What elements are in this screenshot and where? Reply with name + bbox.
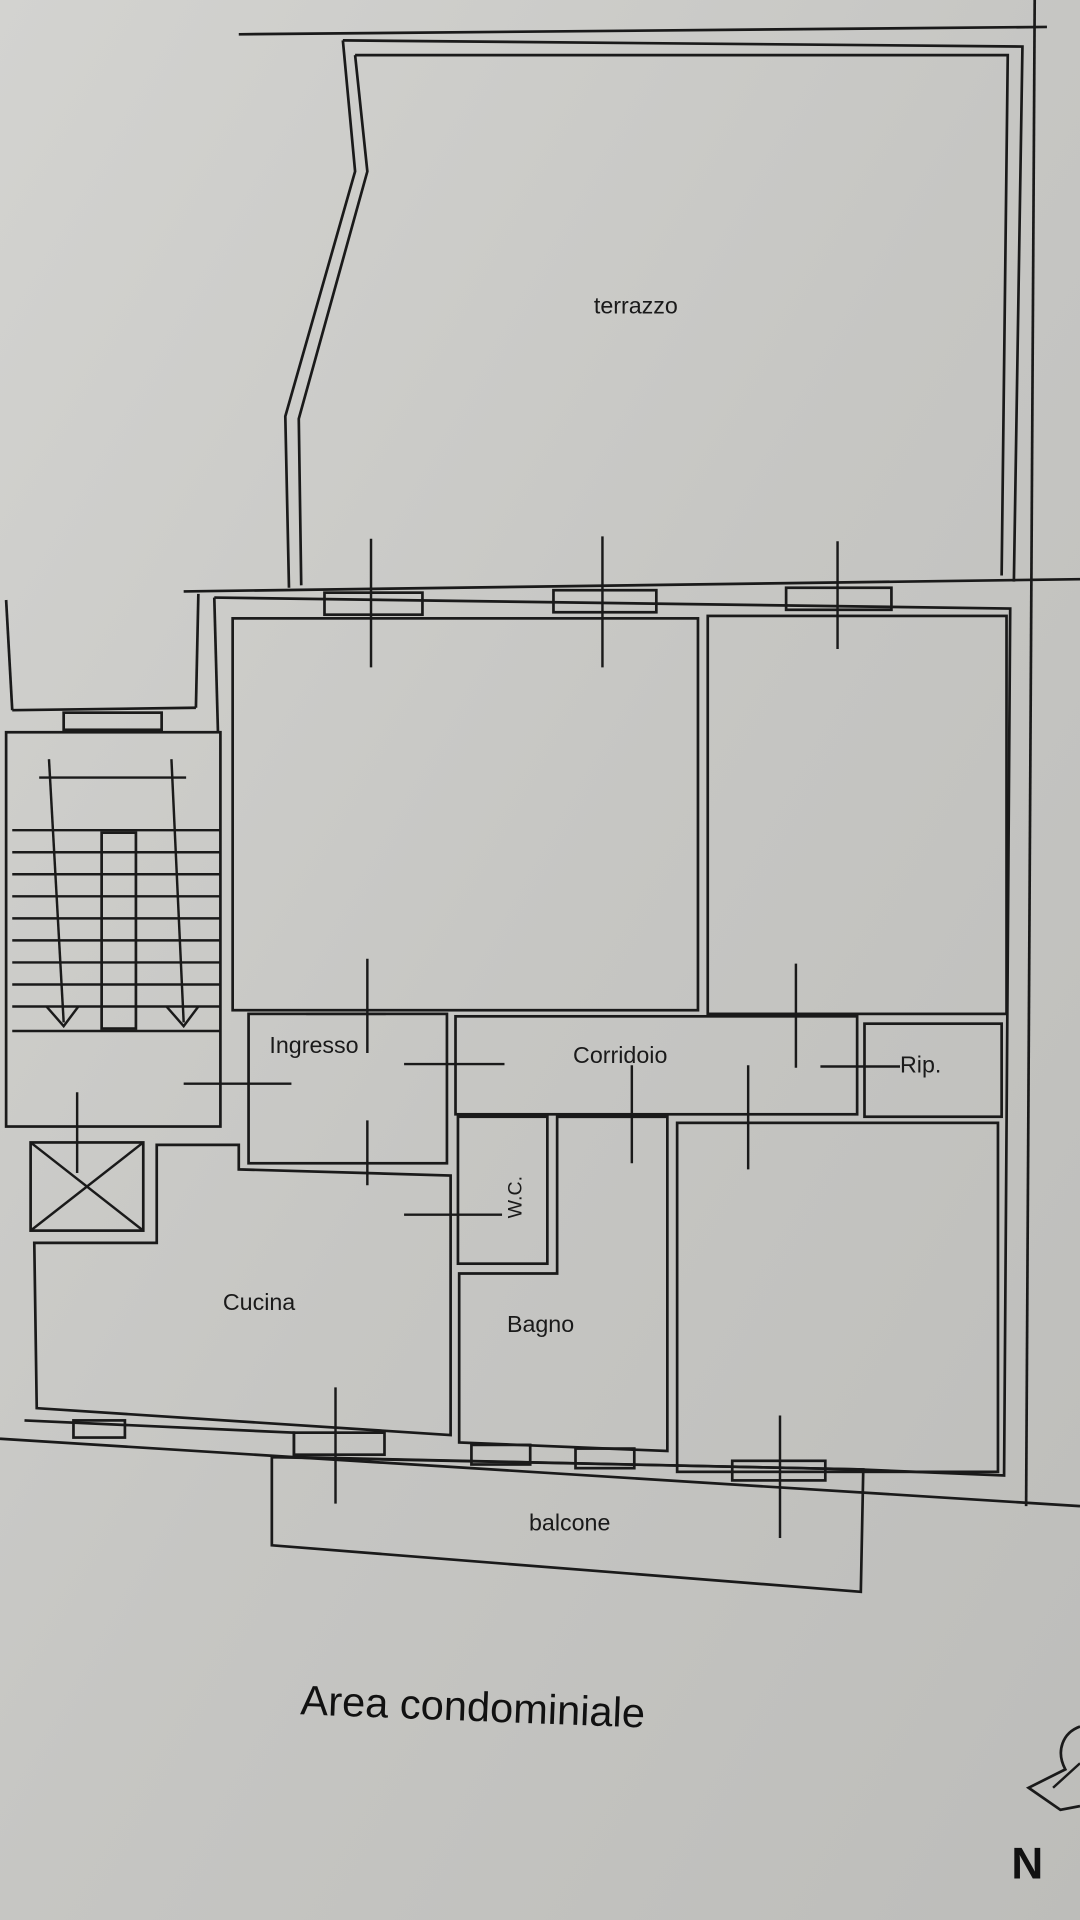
boundary-lines	[0, 0, 1080, 1508]
label-ripostiglio: Rip.	[900, 1052, 941, 1078]
label-corridoio: Corridoio	[573, 1042, 667, 1068]
north-label: N	[1011, 1839, 1043, 1888]
room-cucina	[32, 1143, 452, 1437]
label-terrazzo: terrazzo	[594, 292, 678, 318]
room-bedroom-2	[706, 614, 1008, 1016]
label-balcone: balcone	[529, 1510, 610, 1536]
label-wc: W.C.	[505, 1176, 527, 1218]
terrace	[283, 39, 1024, 588]
room-bagno	[457, 1115, 669, 1453]
staircase	[4, 730, 222, 1128]
room-bedroom-3	[675, 1121, 1000, 1474]
door-markers	[75, 536, 900, 1538]
elevator-shaft	[29, 1141, 145, 1232]
north-arrow-icon	[1025, 1725, 1080, 1812]
label-bagno: Bagno	[507, 1311, 574, 1337]
balcone-outline	[270, 1455, 865, 1594]
room-wc	[456, 1115, 549, 1266]
room-bedroom-1	[231, 617, 700, 1012]
label-ingresso: Ingresso	[269, 1032, 358, 1058]
room-ripostiglio	[863, 1022, 1003, 1119]
label-cucina: Cucina	[223, 1289, 295, 1315]
